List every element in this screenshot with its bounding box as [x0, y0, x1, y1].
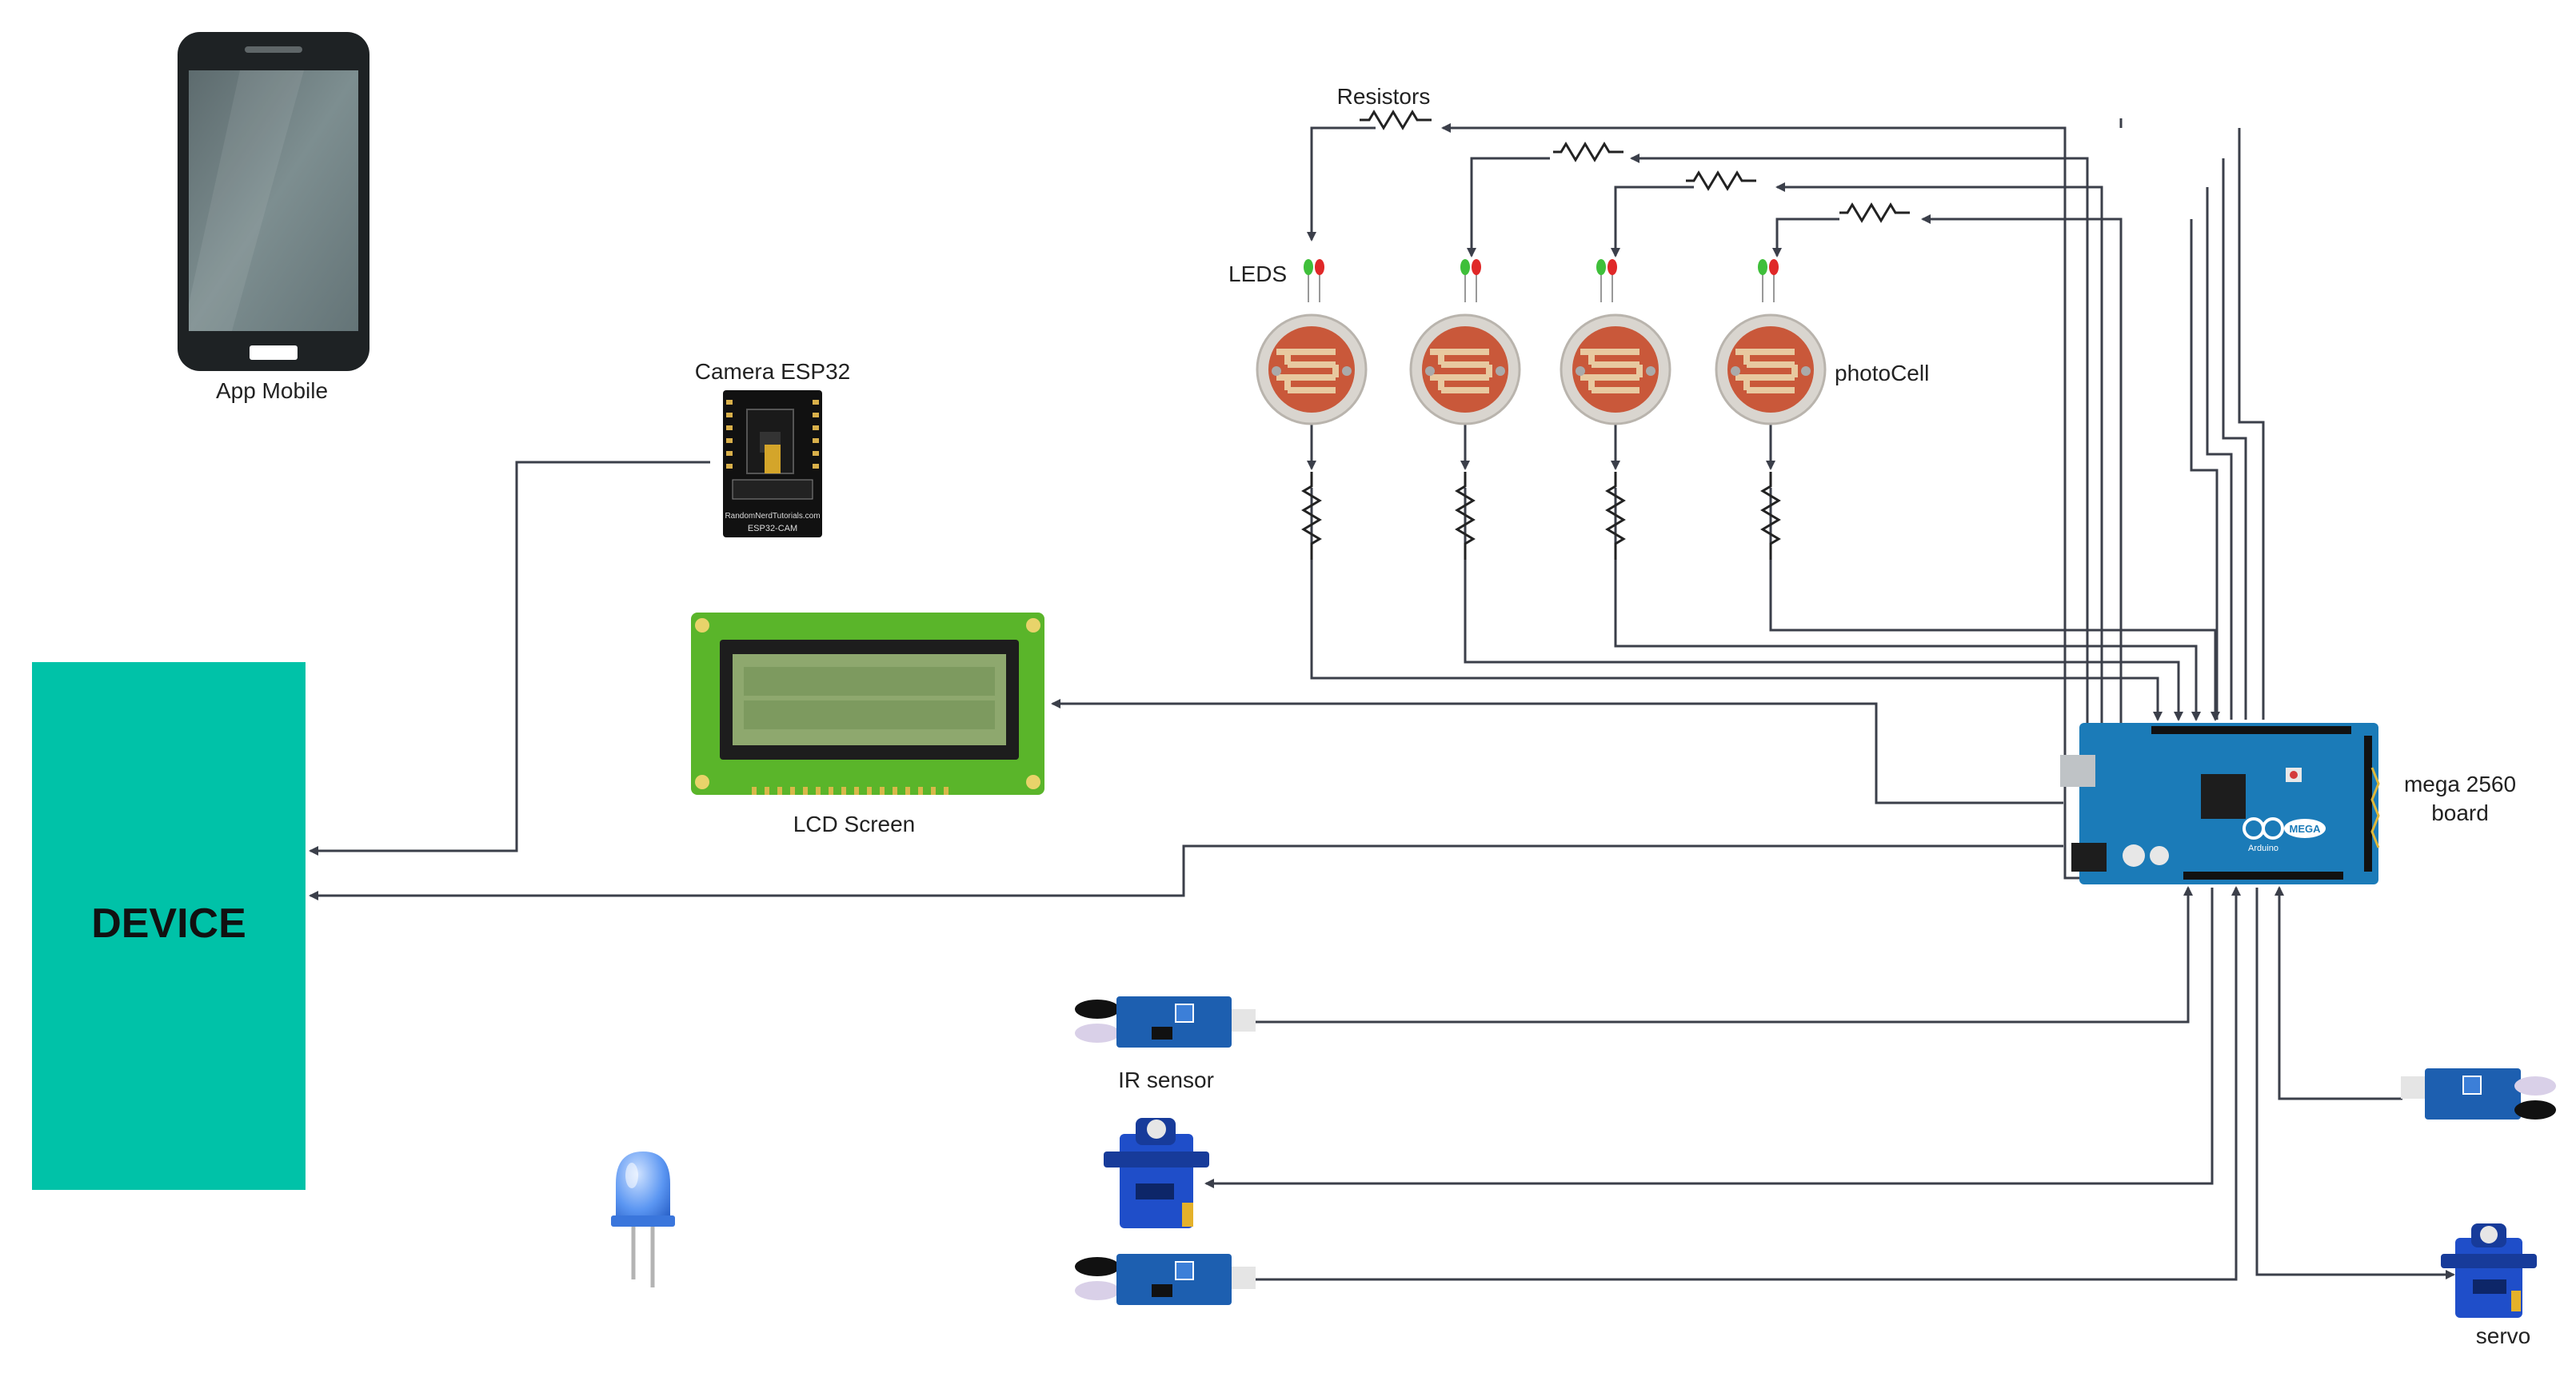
- device-label: DEVICE: [91, 900, 246, 947]
- board-logo-text: Arduino: [2248, 844, 2278, 853]
- led-pair-3: [1596, 259, 1617, 302]
- led-pair-2: [1460, 259, 1481, 302]
- mega-label-line1: mega 2560: [2404, 772, 2516, 796]
- led-pair-1: [1304, 259, 1324, 302]
- led-pair-4: [1758, 259, 1779, 302]
- top-resistors: [1360, 110, 1910, 223]
- photocell-label: photoCell: [1835, 361, 1929, 385]
- camera-label: Camera ESP32: [695, 359, 851, 384]
- resistors-label: Resistors: [1337, 84, 1431, 109]
- leds-label: LEDS: [1228, 261, 1287, 286]
- esp32-camera-module: RandomNerdTutorials.com ESP32-CAM: [723, 390, 822, 537]
- mega-label-line2: board: [2431, 800, 2489, 825]
- servo-label: servo: [2476, 1323, 2530, 1348]
- mobile-phone-icon: [178, 32, 369, 371]
- arduino-mega-board: MEGA Arduino: [2060, 723, 2380, 884]
- app-mobile-label: App Mobile: [216, 378, 328, 403]
- photocell-4: [1715, 313, 1827, 425]
- servo-1: [1104, 1118, 1209, 1228]
- led-pairs: [1304, 259, 1779, 302]
- camera-chip-text-1: RandomNerdTutorials.com: [725, 512, 820, 521]
- photocell-2: [1409, 313, 1521, 425]
- blue-led-icon: [611, 1152, 675, 1287]
- ir-sensor-label: IR sensor: [1118, 1068, 1214, 1092]
- camera-chip-text-2: ESP32-CAM: [748, 524, 797, 533]
- photocell-1: [1256, 313, 1368, 425]
- photocells: [1256, 313, 1827, 425]
- photocell-3: [1560, 313, 1671, 425]
- lcd-screen-module: [691, 613, 1044, 795]
- ir-sensor-1: [1075, 996, 1256, 1048]
- wires: [309, 118, 2455, 1281]
- device-box: [32, 662, 306, 1190]
- ir-sensor-2: [1075, 1254, 1256, 1305]
- photocell-resistors: [1301, 472, 1781, 560]
- arduino-logo-icon: [2243, 817, 2284, 840]
- lcd-label: LCD Screen: [793, 812, 916, 836]
- ir-sensor-3: [2401, 1068, 2556, 1120]
- servo-2: [2441, 1223, 2537, 1318]
- board-brand: MEGA: [2290, 823, 2322, 835]
